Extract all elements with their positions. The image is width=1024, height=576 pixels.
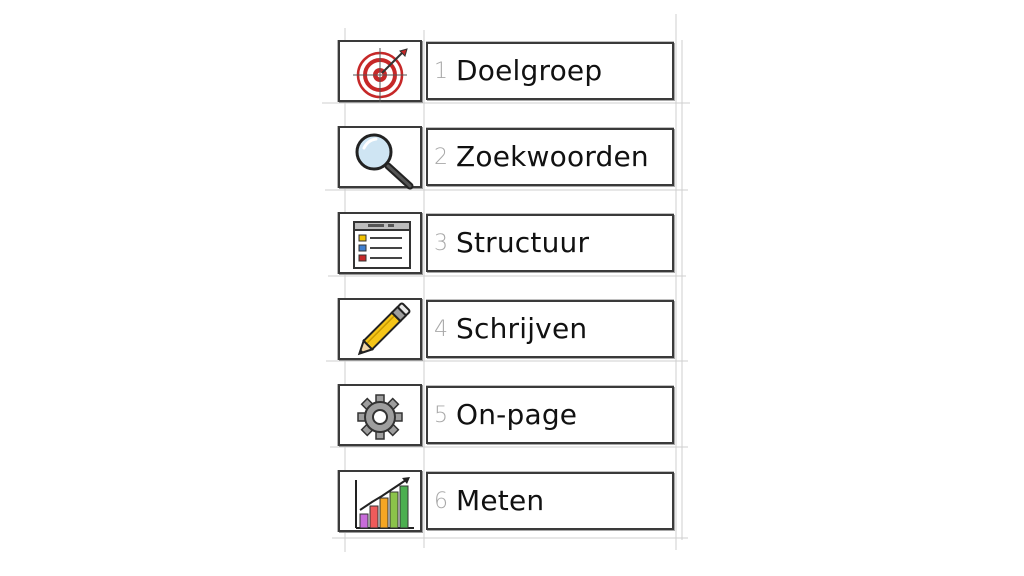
step-6-label-box: 6 Meten <box>426 472 674 530</box>
step-4-icon-box <box>338 298 422 360</box>
target-icon <box>353 48 408 102</box>
step-1: 1 Doelgroep <box>338 40 678 102</box>
step-5-number: 5 <box>434 403 448 428</box>
gear-icon <box>357 394 403 440</box>
step-2-number: 2 <box>434 145 448 170</box>
step-6-number: 6 <box>434 489 448 514</box>
step-2-icon-box <box>338 126 422 190</box>
step-2-label-box: 2 Zoekwoorden <box>426 128 674 186</box>
pencil-icon <box>357 302 411 356</box>
step-6-label: Meten <box>456 484 545 517</box>
step-2-label: Zoekwoorden <box>456 140 649 173</box>
step-4-label: Schrijven <box>456 312 588 345</box>
magnifier-icon <box>355 133 414 190</box>
step-6-icon-box <box>338 470 422 532</box>
step-3: 3 Structuur <box>338 212 678 274</box>
step-4: 4 Schrijven <box>338 298 678 360</box>
step-3-number: 3 <box>434 231 448 256</box>
step-1-label-box: 1 Doelgroep <box>426 42 674 100</box>
step-5-label-box: 5 On-page <box>426 386 674 444</box>
step-3-icon-box <box>338 212 422 274</box>
growth-chart-icon <box>355 477 414 529</box>
step-5: 5 On-page <box>338 384 678 446</box>
checklist-window-icon <box>353 221 411 269</box>
step-2: 2 Zoekwoorden <box>338 126 678 190</box>
step-1-icon-box <box>338 40 422 102</box>
step-5-label: On-page <box>456 398 578 431</box>
step-3-label-box: 3 Structuur <box>426 214 674 272</box>
step-4-number: 4 <box>434 317 448 342</box>
step-1-number: 1 <box>434 59 448 84</box>
step-5-icon-box <box>338 384 422 446</box>
step-4-label-box: 4 Schrijven <box>426 300 674 358</box>
step-3-label: Structuur <box>456 226 590 259</box>
step-6: 6 Meten <box>338 470 678 532</box>
step-1-label: Doelgroep <box>456 54 603 87</box>
